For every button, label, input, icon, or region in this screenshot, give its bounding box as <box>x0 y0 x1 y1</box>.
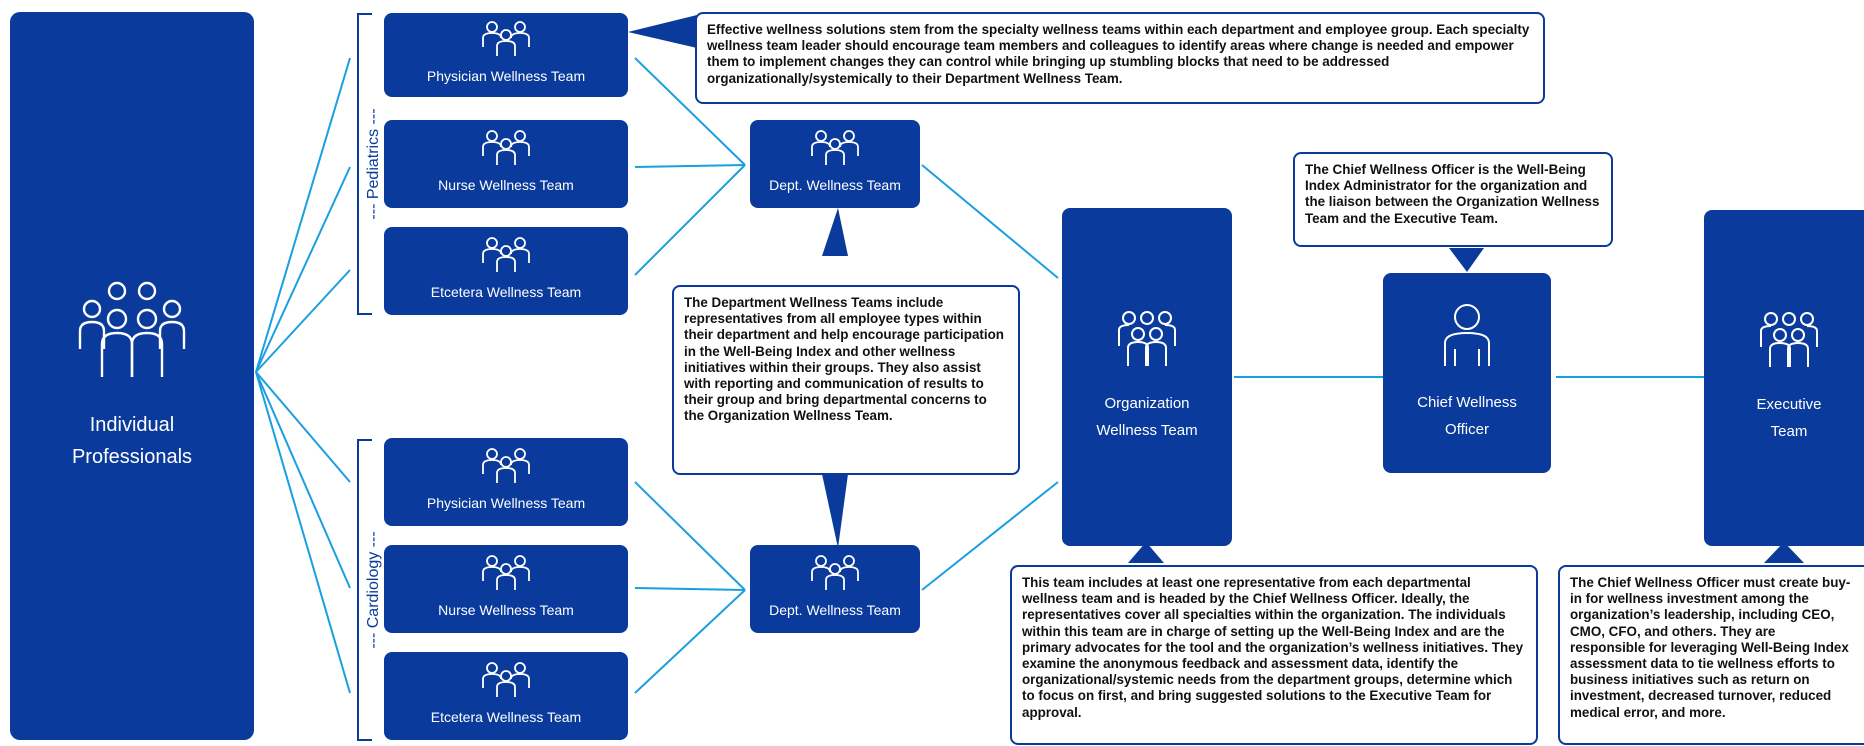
org-label-line2: Wellness Team <box>1096 422 1198 439</box>
team-etcetera-pediatrics[interactable]: Etcetera Wellness Team <box>384 227 628 315</box>
note-specialty-teams: Effective wellness solutions stem from t… <box>695 12 1545 104</box>
team-label: Nurse Wellness Team <box>438 176 574 193</box>
connector-line <box>255 269 351 373</box>
chief-wellness-officer-box[interactable]: Chief Wellness Officer <box>1383 273 1551 473</box>
team-icon <box>482 447 530 483</box>
connector-line <box>255 371 351 483</box>
connector-line <box>634 481 746 591</box>
connector-line <box>255 57 351 373</box>
pointer-cwo <box>1449 248 1484 272</box>
connector-line <box>255 371 351 589</box>
team-icon <box>811 129 859 165</box>
pointer-exec <box>1764 542 1804 563</box>
group-bracket <box>357 439 372 741</box>
team-label: Nurse Wellness Team <box>438 601 574 618</box>
team-etcetera-cardiology[interactable]: Etcetera Wellness Team <box>384 652 628 740</box>
connector-line <box>255 166 351 373</box>
team-nurse-cardiology[interactable]: Nurse Wellness Team <box>384 545 628 633</box>
team-icon <box>482 129 530 165</box>
group-label-cardiology: --- Cardiology --- <box>365 531 382 649</box>
team-label: Etcetera Wellness Team <box>430 283 582 300</box>
team-icon <box>482 661 530 697</box>
individual-label-line2: Professionals <box>71 446 193 468</box>
pointer-dept-down <box>822 474 848 548</box>
pointer-org <box>1128 542 1164 563</box>
team-icon <box>811 554 859 590</box>
note-chief-wellness-officer: The Chief Wellness Officer is the Well-B… <box>1293 152 1613 247</box>
connector-line <box>634 164 746 168</box>
dept-label: Dept. Wellness Team <box>769 601 901 618</box>
dept-wellness-team-cardiology[interactable]: Dept. Wellness Team <box>750 545 920 633</box>
cwo-label-line1: Chief Wellness <box>1417 394 1517 411</box>
connector-line <box>921 164 1059 279</box>
note-dept-teams: The Department Wellness Teams include re… <box>672 285 1020 475</box>
connector-line <box>255 371 351 694</box>
executive-team-box[interactable]: Executive Team <box>1704 210 1864 546</box>
note-executive-team: The Chief Wellness Officer must create b… <box>1558 565 1864 745</box>
team-icon <box>482 236 530 272</box>
dept-wellness-team-pediatrics[interactable]: Dept. Wellness Team <box>750 120 920 208</box>
pointer-dept-up <box>822 208 848 256</box>
group-label-pediatrics: --- Pediatrics --- <box>365 108 382 220</box>
connector-line <box>634 164 746 276</box>
team-icon <box>482 554 530 590</box>
team-physician-cardiology[interactable]: Physician Wellness Team <box>384 438 628 526</box>
connector-line <box>634 57 746 166</box>
pointer-specialty <box>628 15 697 48</box>
individual-professionals-box[interactable]: Individual Professionals <box>10 12 254 740</box>
team-physician-pediatrics[interactable]: Physician Wellness Team <box>384 13 628 97</box>
note-organization-team: This team includes at least one represen… <box>1010 565 1538 745</box>
connector-line <box>921 481 1059 591</box>
team-label: Etcetera Wellness Team <box>430 708 582 725</box>
team-nurse-pediatrics[interactable]: Nurse Wellness Team <box>384 120 628 208</box>
cwo-label-line2: Officer <box>1445 421 1489 438</box>
individual-label-line1: Individual <box>89 414 175 436</box>
organization-wellness-team-box[interactable]: Organization Wellness Team <box>1062 208 1232 546</box>
org-label-line1: Organization <box>1104 395 1190 412</box>
group-icon <box>1118 311 1176 366</box>
exec-label-line2: Team <box>1770 423 1808 440</box>
dept-label: Dept. Wellness Team <box>769 176 901 193</box>
group-bracket <box>357 13 372 315</box>
connector-line <box>634 587 746 591</box>
person-icon <box>1444 304 1490 366</box>
team-label: Physician Wellness Team <box>426 494 586 511</box>
group-icon <box>1760 312 1818 367</box>
connector-line <box>634 589 746 694</box>
group-icon <box>78 281 186 377</box>
team-icon <box>482 20 530 56</box>
team-label: Physician Wellness Team <box>426 67 586 84</box>
exec-label-line1: Executive <box>1756 396 1822 413</box>
